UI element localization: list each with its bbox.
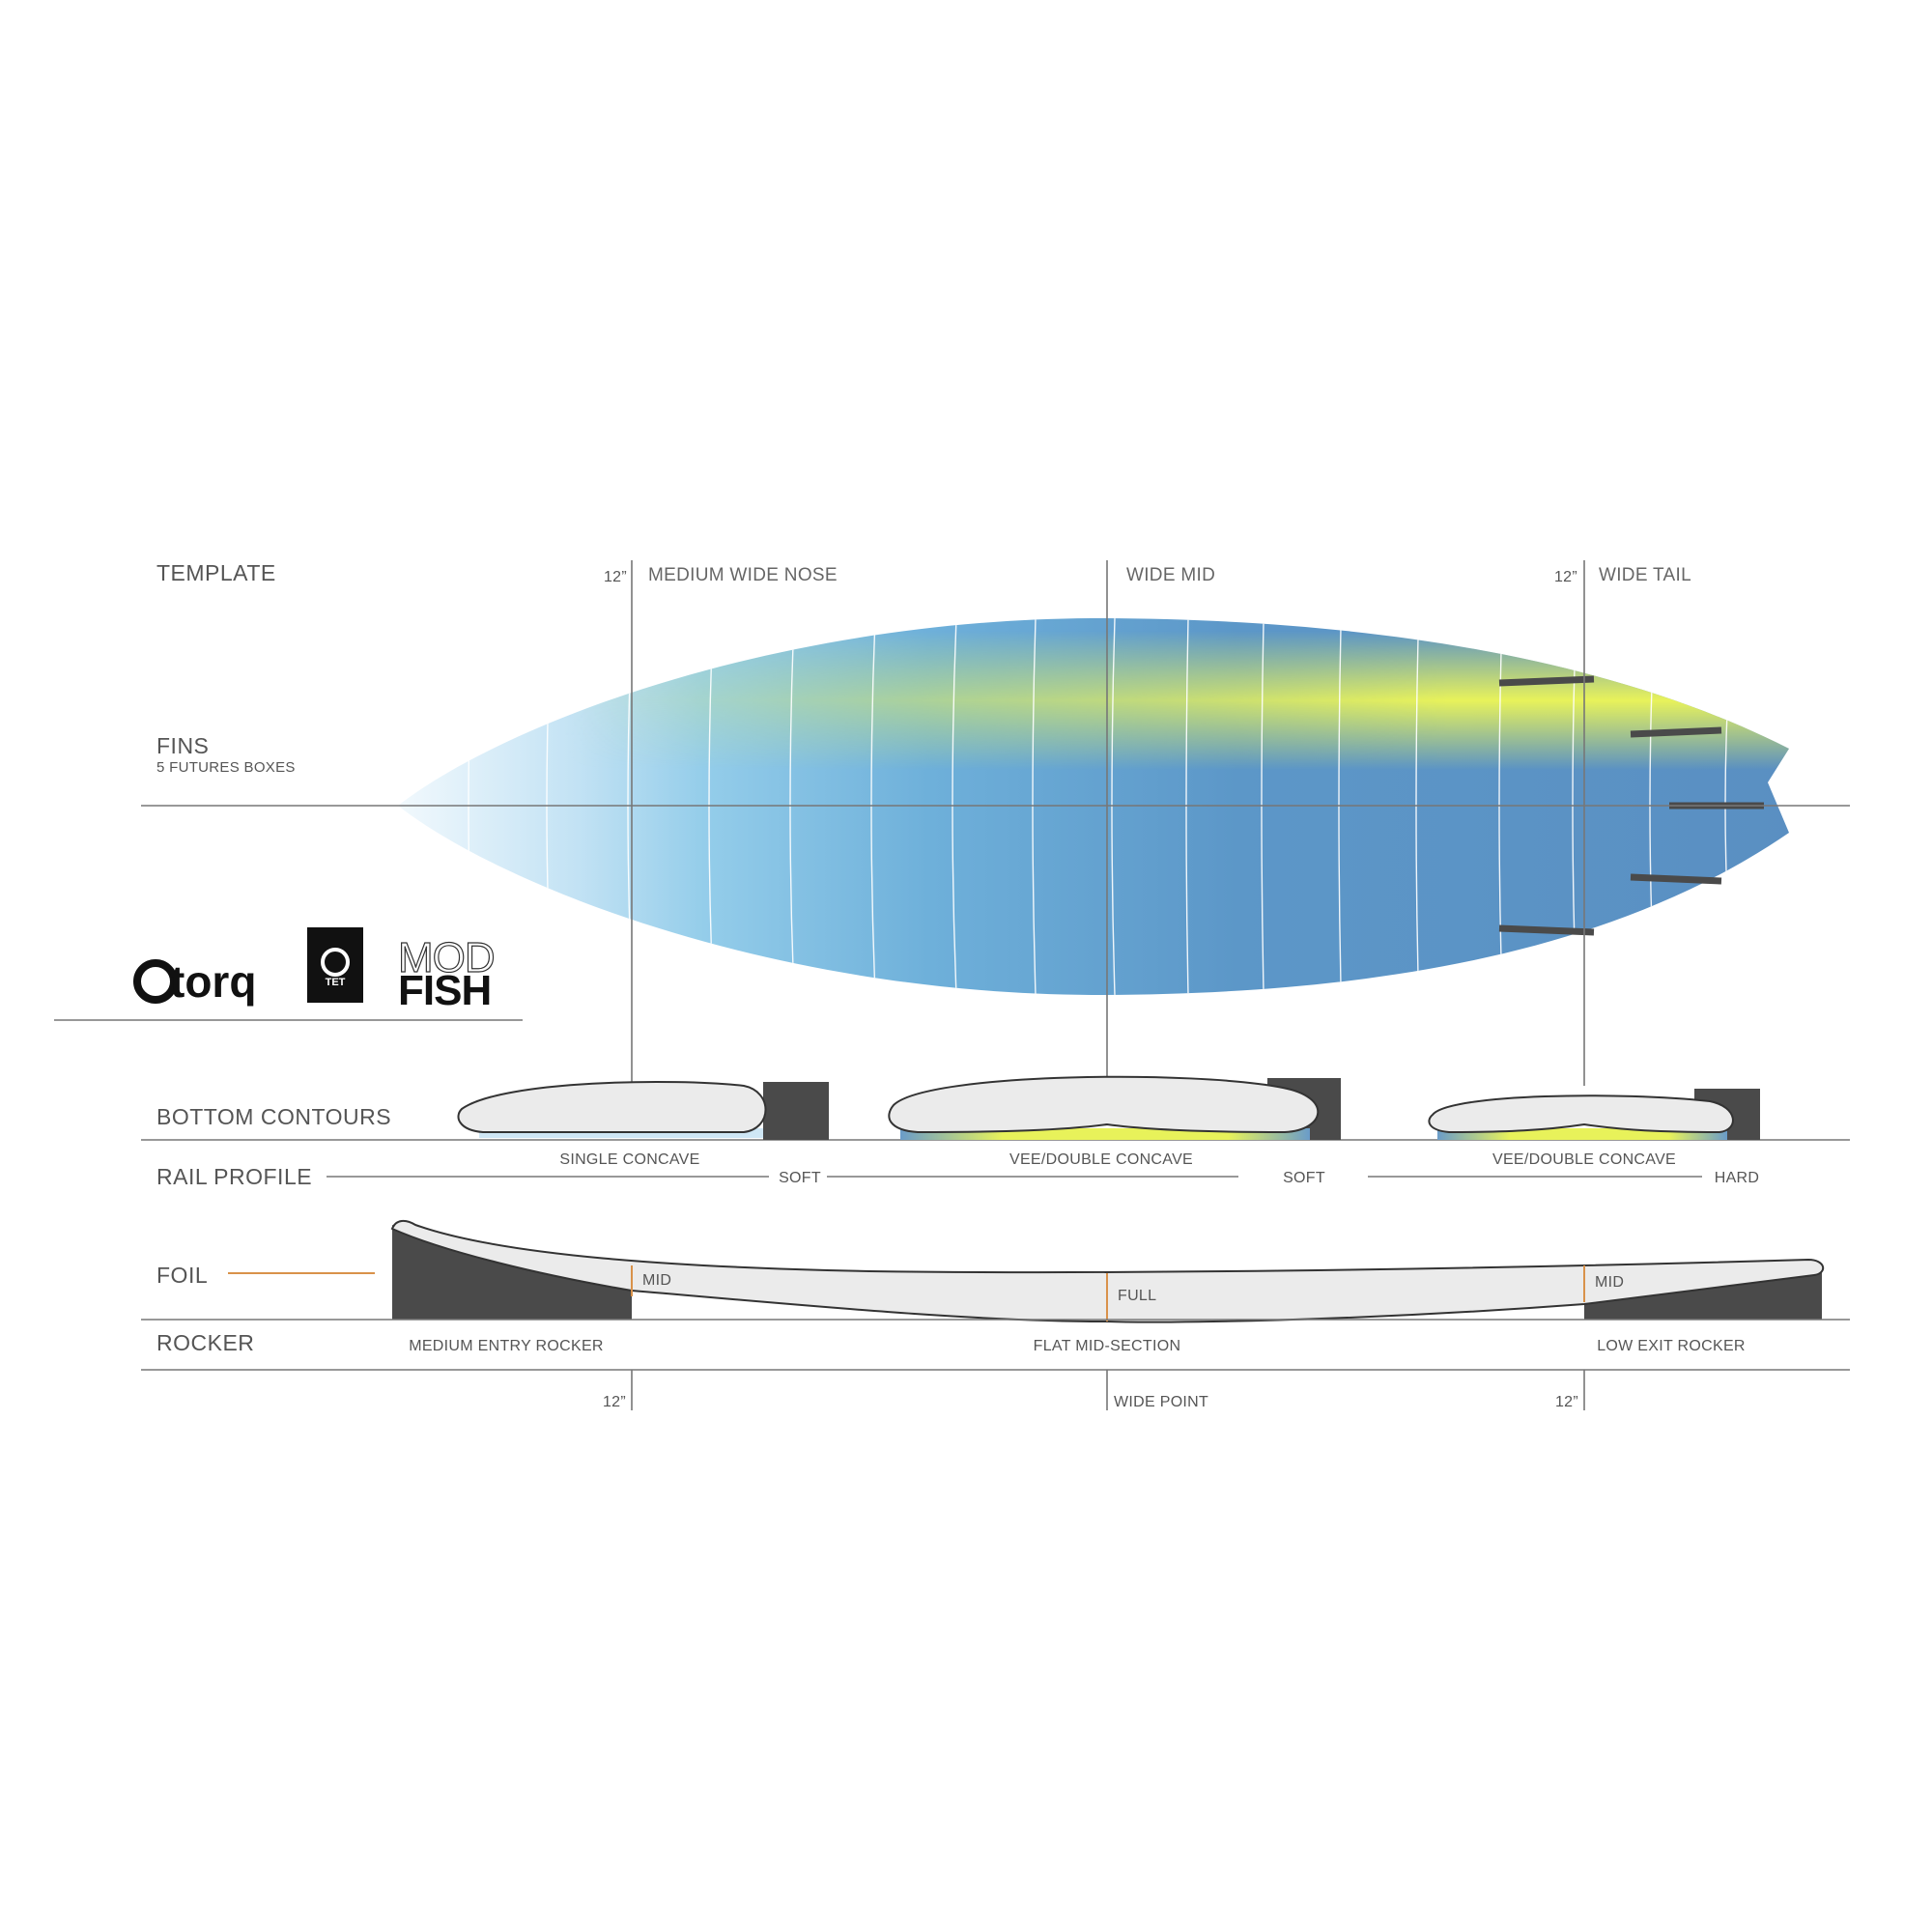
- entry-rocker-label: MEDIUM ENTRY ROCKER: [409, 1338, 604, 1354]
- tail-contour-label: VEE/DOUBLE CONCAVE: [1492, 1151, 1676, 1168]
- tail-template-label: WIDE TAIL: [1599, 565, 1691, 585]
- mid-rocker-label: FLAT MID-SECTION: [1034, 1338, 1181, 1354]
- rail-profile-heading: RAIL PROFILE: [156, 1164, 312, 1189]
- fins-subheading: 5 FUTURES BOXES: [156, 759, 296, 776]
- nose-rail-label: SOFT: [779, 1170, 821, 1186]
- nose-cross-section: [457, 1081, 829, 1140]
- modfish-logo: MOD FISH: [397, 933, 496, 1014]
- mid-template-label: WIDE MID: [1126, 565, 1215, 585]
- mid-foil-label: FULL: [1118, 1288, 1156, 1304]
- fin-box-1: [1498, 675, 1595, 687]
- nose-contour-label: SINGLE CONCAVE: [559, 1151, 699, 1168]
- template-heading: TEMPLATE: [156, 560, 276, 585]
- nose-template-label: MEDIUM WIDE NOSE: [648, 565, 838, 585]
- bottom-contours-heading: BOTTOM CONTOURS: [156, 1104, 391, 1129]
- fin-box-2: [1630, 726, 1722, 738]
- nose-rail-block: [763, 1082, 829, 1140]
- fins-heading: FINS: [156, 733, 209, 758]
- board-side-profile: [390, 1219, 1824, 1323]
- foil-heading: FOIL: [156, 1263, 208, 1288]
- mid-rail-label: SOFT: [1283, 1170, 1325, 1186]
- mid-contour-label: VEE/DOUBLE CONCAVE: [1009, 1151, 1193, 1168]
- tet-logo: TET: [307, 927, 363, 1003]
- mid-cross-section: [888, 1075, 1341, 1140]
- logo-group: torq TET MOD FISH: [54, 927, 523, 1021]
- torq-swirl-icon: [133, 959, 178, 1004]
- nose-foil-label: MID: [642, 1272, 671, 1289]
- tail-inch-bottom-mark: 12”: [1555, 1394, 1578, 1410]
- fin-box-4: [1630, 873, 1722, 885]
- tail-rail-label: HARD: [1715, 1170, 1760, 1186]
- tail-cross-section: [1428, 1089, 1760, 1140]
- fish-wordmark: FISH: [398, 967, 491, 1014]
- wide-point-label: WIDE POINT: [1114, 1394, 1208, 1410]
- tet-wordmark: TET: [326, 977, 346, 988]
- exit-rocker-label: LOW EXIT ROCKER: [1597, 1338, 1746, 1354]
- torq-logo: torq: [133, 956, 256, 1007]
- torq-wordmark: torq: [170, 956, 256, 1007]
- fin-box-5: [1498, 924, 1595, 936]
- mod-wordmark: MOD: [398, 934, 495, 981]
- nose-inch-mark: 12”: [604, 569, 627, 585]
- tet-flame-icon: [321, 948, 350, 977]
- tail-foil-label: MID: [1595, 1274, 1624, 1291]
- rocker-heading: ROCKER: [156, 1330, 254, 1355]
- nose-inch-bottom-mark: 12”: [603, 1394, 626, 1410]
- tail-inch-mark: 12”: [1554, 569, 1577, 585]
